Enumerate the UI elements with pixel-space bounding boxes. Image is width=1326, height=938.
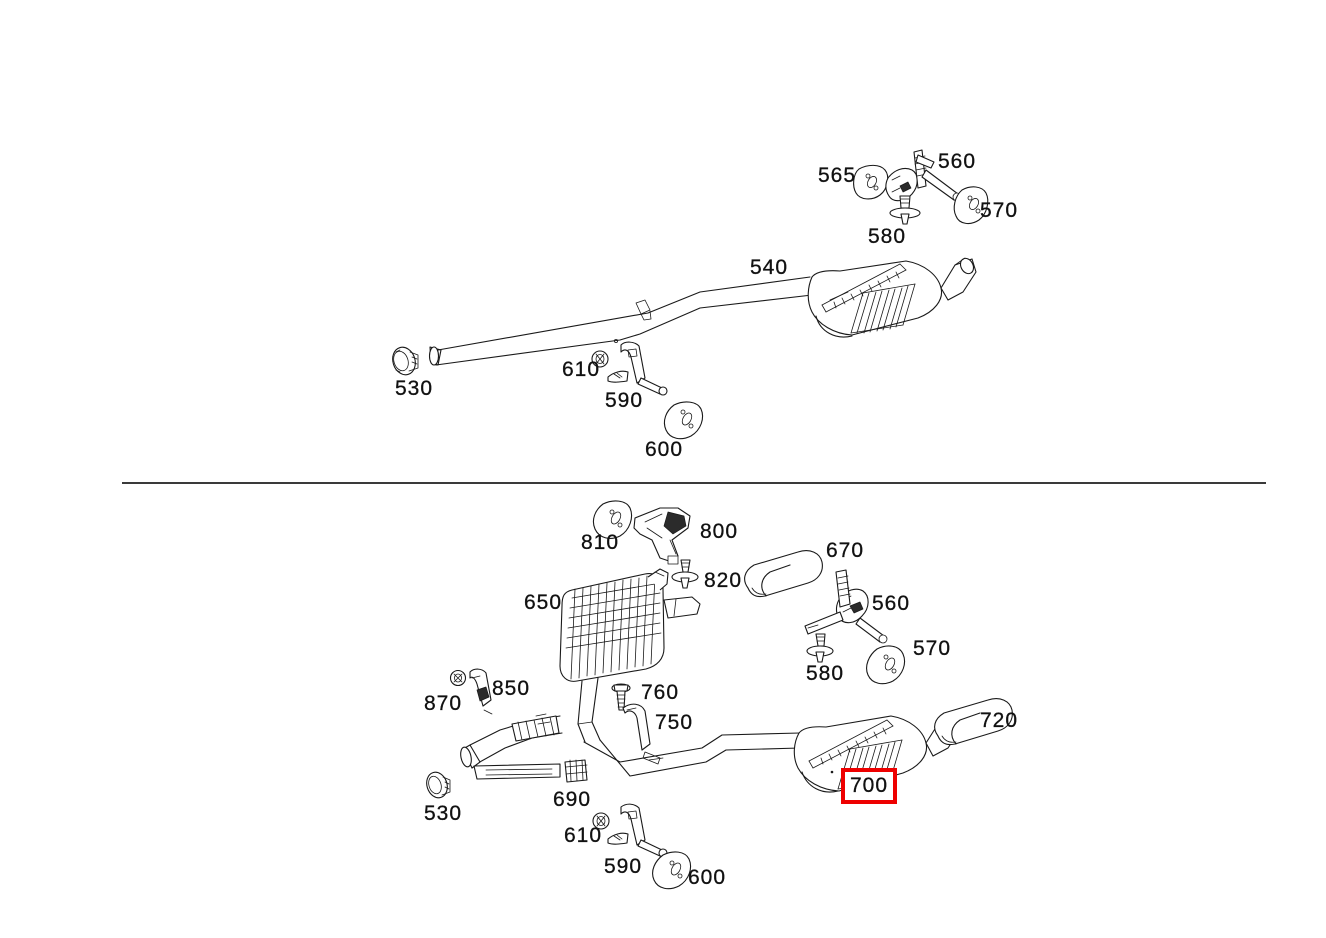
- part-570-rubber-mount-lower: [866, 645, 906, 685]
- callout-670[interactable]: 670: [826, 539, 865, 562]
- part-570-rubber-mount-upper: [953, 186, 989, 225]
- upper-view-group: [392, 149, 989, 440]
- callout-650[interactable]: 650: [524, 591, 563, 614]
- callout-610-upper[interactable]: 610: [562, 358, 601, 381]
- part-670-tailpipe-tip: [744, 550, 823, 598]
- callout-530-upper[interactable]: 530: [395, 377, 434, 400]
- callout-870[interactable]: 870: [424, 692, 463, 715]
- part-650-center-muffler: [559, 568, 701, 743]
- callout-800[interactable]: 800: [700, 520, 739, 543]
- callout-750[interactable]: 750: [655, 711, 694, 734]
- part-540-center-pipe: [428, 257, 977, 366]
- callout-850[interactable]: 850: [492, 677, 531, 700]
- callout-600-lower[interactable]: 600: [688, 866, 727, 889]
- callout-530-lower[interactable]: 530: [424, 802, 463, 825]
- callout-570-lower[interactable]: 570: [913, 637, 952, 660]
- part-front-pipe-lower: [426, 713, 563, 799]
- part-600-rubber-mount-lower: [652, 851, 692, 890]
- part-870-bushing: [449, 669, 467, 687]
- part-850-bracket: [469, 668, 493, 715]
- callout-690[interactable]: 690: [553, 788, 592, 811]
- lower-view-group: [426, 500, 1013, 890]
- part-lower-main-pipe: [583, 732, 801, 777]
- part-690-clamp: [564, 759, 588, 783]
- part-580-expanding-rivet: [889, 195, 921, 225]
- part-610-bushing-upper: [591, 350, 609, 368]
- callout-760[interactable]: 760: [641, 681, 680, 704]
- callout-580-lower[interactable]: 580: [806, 662, 845, 685]
- callout-820[interactable]: 820: [704, 569, 743, 592]
- callout-600-upper[interactable]: 600: [645, 438, 684, 461]
- part-810-rubber-mount: [592, 500, 633, 539]
- part-590-hanger-bracket-lower: [607, 803, 668, 858]
- callout-810[interactable]: 810: [581, 531, 620, 554]
- callout-560-upper[interactable]: 560: [938, 150, 977, 173]
- part-590-hanger-bracket-upper: [607, 341, 668, 396]
- part-610-bushing-lower: [592, 812, 610, 830]
- callout-590-lower[interactable]: 590: [604, 855, 643, 878]
- part-800-hanger-bracket: [633, 507, 691, 565]
- part-530-clamp-upper: [392, 346, 419, 376]
- part-760-bolt: [611, 683, 631, 711]
- callout-540[interactable]: 540: [750, 256, 789, 279]
- callout-610-lower[interactable]: 610: [564, 824, 603, 847]
- part-600-rubber-mount-upper: [663, 401, 704, 440]
- callout-590-upper[interactable]: 590: [605, 389, 644, 412]
- callout-570-upper[interactable]: 570: [980, 199, 1019, 222]
- callout-560-lower[interactable]: 560: [872, 592, 911, 615]
- part-580-expanding-rivet-lower: [806, 633, 834, 663]
- part-565-rubber-mount: [853, 164, 889, 200]
- callout-720[interactable]: 720: [980, 709, 1019, 732]
- part-720-tailpipe-tip: [934, 698, 1013, 746]
- callout-700-highlighted[interactable]: 700: [841, 768, 898, 804]
- callout-565[interactable]: 565: [818, 164, 857, 187]
- part-560-hanger-bracket-lower: [804, 569, 888, 644]
- part-560-hanger-bracket: [885, 149, 962, 202]
- part-820-expanding-rivet: [671, 559, 699, 589]
- callout-580-upper[interactable]: 580: [868, 225, 907, 248]
